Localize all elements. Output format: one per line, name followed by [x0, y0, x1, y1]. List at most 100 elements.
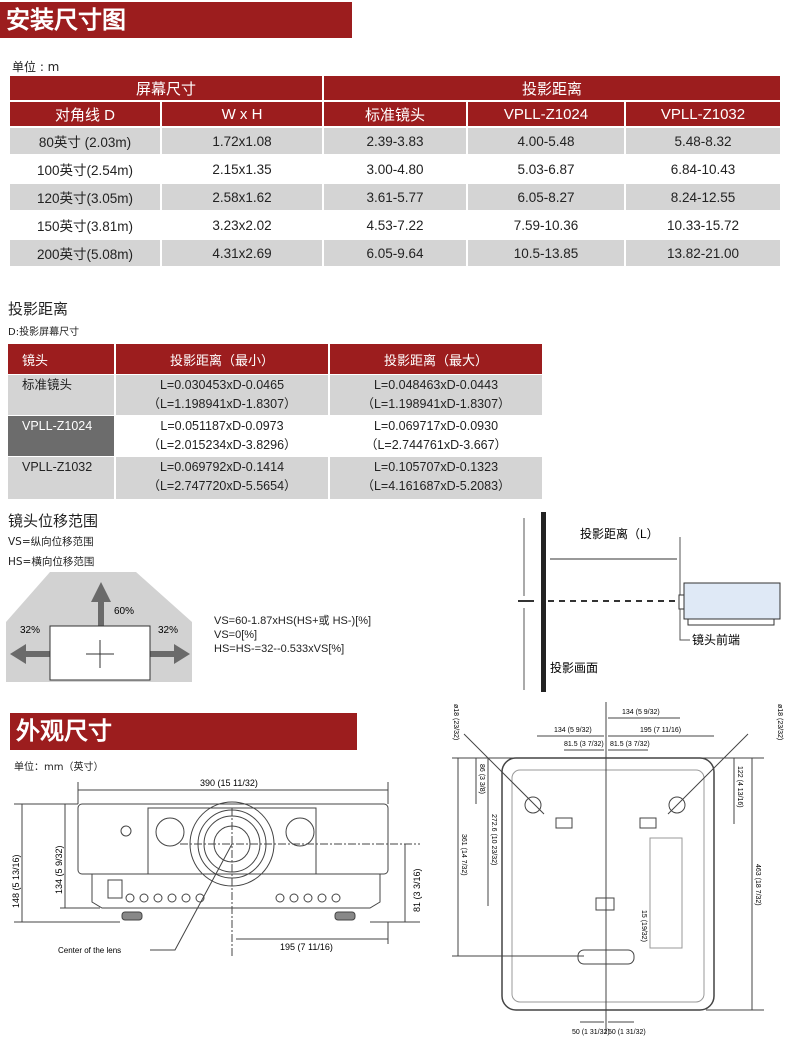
formula: （L=2.747720xD-5.5654） — [147, 479, 297, 493]
cell: 2.15x1.35 — [212, 161, 272, 177]
cell: 200英寸(5.08m) — [10, 240, 160, 266]
lens-cell: 标准镜头 — [8, 375, 114, 415]
vs-definition: VS=纵向位移范围 — [8, 536, 94, 548]
projector-icon — [683, 582, 781, 620]
hs-definition: HS=横向位移范围 — [8, 556, 95, 568]
section-title-dimensions: 外观尺寸 — [10, 713, 357, 750]
cell: 5.48-8.32 — [626, 128, 780, 154]
cell: 10.33-15.72 — [666, 217, 740, 233]
cell: L=0.048463xD-0.0443 （L=1.198941xD-1.8307） — [330, 375, 542, 415]
shift-right-label: 32% — [158, 625, 178, 636]
formula: L=0.105707xD-0.1323 — [373, 460, 499, 474]
formula: HS=HS-=32--0.533xVS[%] — [214, 643, 345, 655]
cell: 8.24-12.55 — [626, 184, 780, 210]
cell: 2.39-3.83 — [324, 128, 466, 154]
group-header: 投影距离 — [324, 76, 780, 100]
throw-distance-diagram: 投影距离（L） 镜头前端 投影画面 — [518, 512, 781, 692]
throw-note: D:投影屏幕尺寸 — [8, 327, 80, 338]
bottom-view-drawing: 134 (5 9/32) 195 (7 11/16) 134 (5 9/32) … — [452, 702, 783, 1036]
formula: VS=60-1.87xHS(HS+或 HS-)[%] — [214, 615, 372, 627]
lens-shift-diagram: 60% 32% 32% — [6, 572, 192, 682]
cell: 150英寸(3.81m) — [36, 219, 134, 234]
lens-cell: VPLL-Z1032 — [8, 457, 114, 499]
section-title-throw: 投影距离 — [8, 300, 69, 318]
dim-total-height: 148 (5 13/16) — [11, 854, 21, 908]
dim-v1: 86 (3 3/8) — [478, 764, 485, 794]
formula: （L=4.161687xD-5.2083） — [361, 479, 511, 493]
section-title-installation: 安装尺寸图 — [0, 2, 352, 38]
dim-lens-offset: 195 (7 11/16) — [280, 942, 333, 952]
col-header: 对角线 D — [10, 102, 160, 126]
dim-body-height: 134 (5 9/32) — [54, 845, 64, 894]
cell: 13.82-21.00 — [626, 240, 780, 266]
section-title-shift: 镜头位移范围 — [8, 512, 99, 530]
cell: 3.00-4.80 — [366, 161, 424, 177]
dim-v2: 272.6 (10 23/32) — [490, 814, 497, 865]
arrow-left-icon — [10, 644, 26, 664]
formula: L=0.051187xD-0.0973 — [160, 419, 284, 433]
dim-v6: 15 (19/32) — [640, 910, 647, 942]
cell: L=0.105707xD-0.1323 （L=4.161687xD-5.2083） — [330, 457, 542, 499]
throw-distance-label: 投影距离（L） — [580, 526, 659, 541]
formula: （L=1.198941xD-1.8307） — [147, 397, 297, 411]
col-header: 投影距离（最小） — [116, 344, 328, 374]
dim-d3: 134 (5 9/32) — [622, 709, 660, 716]
shift-up-label: 60% — [114, 606, 134, 617]
shift-left-label: 32% — [20, 625, 40, 636]
arrow-up-icon — [91, 582, 111, 602]
cell: 2.58x1.62 — [162, 184, 322, 210]
cell: 10.5-13.85 — [468, 240, 624, 266]
formula: VS=0[%] — [214, 629, 258, 641]
unit-label: 单位 : m — [12, 60, 60, 74]
cell: 5.03-6.87 — [517, 161, 575, 177]
formula: L=0.069717xD-0.0930 — [373, 419, 499, 433]
formula: L=0.030453xD-0.0465 — [159, 378, 285, 392]
dim-v4: 122 (4 13/16) — [736, 766, 743, 808]
col-header: 镜头 — [8, 344, 114, 374]
cell: L=0.069792xD-0.1414（L=2.747720xD-5.5654） — [116, 457, 328, 499]
cell: 4.00-5.48 — [468, 128, 624, 154]
center-of-lens-label: Center of the lens — [58, 946, 121, 955]
formula: （L=2.744761xD-3.667） — [364, 438, 508, 452]
cell: 6.84-10.43 — [670, 161, 736, 177]
cell: 3.23x2.02 — [212, 217, 272, 233]
col-header: VPLL-Z1024 — [468, 102, 624, 126]
dim-lens-height: 81 (3 3/16) — [412, 868, 422, 912]
screen-label: 投影画面 — [550, 660, 598, 675]
formula: （L=1.198941xD-1.8307） — [361, 397, 511, 411]
col-header: 标准镜头 — [324, 102, 466, 126]
dimension-unit-label: 单位：mm（英寸） — [14, 762, 104, 773]
dim-foot-right: ø18 (23/32) — [776, 704, 783, 740]
dim-width: 390 (15 11/32) — [200, 778, 258, 788]
dim-d1: 134 (5 9/32) — [554, 727, 592, 734]
table-row: 150英寸(3.81m) 3.23x2.02 4.53-7.22 7.59-10.36… — [10, 212, 780, 238]
dim-d2: 195 (7 11/16) — [640, 727, 681, 734]
dim-d5: 81.5 (3 7/32) — [610, 741, 650, 748]
lens-front-label: 镜头前端 — [692, 632, 740, 647]
dim-v3: 361 (14 7/32) — [460, 834, 467, 876]
throw-formula-table: 镜头投影距离（最小）投影距离（最大） 标准镜头 L=0.030453xD-0.04… — [6, 343, 544, 500]
dim-foot-left: ø18 (23/32) — [452, 704, 459, 740]
cell: 100英寸(2.54m) — [36, 163, 134, 178]
col-header: VPLL-Z1032 — [626, 102, 780, 126]
cell: 80英寸 (2.03m) — [10, 128, 160, 154]
dim-d4: 81.5 (3 7/32) — [564, 741, 604, 748]
cell: 4.53-7.22 — [366, 217, 424, 233]
formula: L=0.048463xD-0.0443 — [373, 378, 499, 392]
table-row: 100英寸(2.54m) 2.15x1.35 3.00-4.80 5.03-6.87 6… — [10, 156, 780, 182]
cell: L=0.051187xD-0.0973（L=2.015234xD-3.8296） — [116, 416, 328, 456]
col-header: 投影距离（最大） — [330, 344, 542, 374]
cell: 7.59-10.36 — [513, 217, 579, 233]
dim-b1: 50 (1 31/32) — [572, 1029, 610, 1036]
table-row: 标准镜头 L=0.030453xD-0.0465 （L=1.198941xD-1.8… — [8, 375, 542, 415]
col-header: W x H — [162, 102, 322, 126]
cell: L=0.069717xD-0.0930 （L=2.744761xD-3.667） — [330, 416, 542, 456]
dim-b2: 50 (1 31/32) — [608, 1029, 646, 1036]
group-header: 屏幕尺寸 — [10, 76, 322, 100]
cell: 6.05-9.64 — [324, 240, 466, 266]
